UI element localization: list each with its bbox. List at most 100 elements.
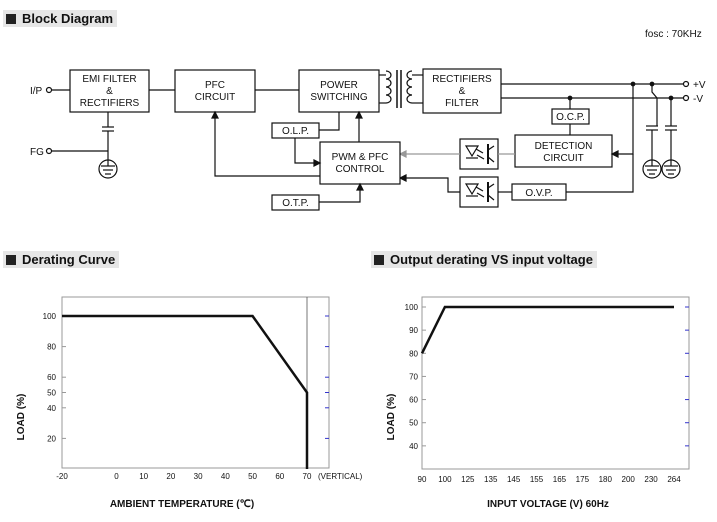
- ocp-label: O.C.P.: [556, 112, 585, 123]
- x-tick-label: 155: [530, 475, 544, 484]
- x-tick-label: 30: [194, 472, 203, 481]
- x-tick-labels: -20 0 10 20 30 40 50 60 70: [56, 472, 312, 481]
- ground-icon: [661, 159, 681, 179]
- x-tick-label: -20: [56, 472, 68, 481]
- det-line1: DETECTION: [535, 141, 593, 152]
- output-derating-title: Output derating VS input voltage: [390, 252, 593, 267]
- vminus-terminal: [682, 94, 690, 102]
- fg-label: FG: [30, 147, 44, 158]
- derating-line: [62, 314, 309, 469]
- arrowhead: [356, 182, 364, 191]
- arrowhead: [398, 150, 407, 158]
- emi-filter-block: [69, 69, 150, 113]
- ip-label: I/P: [30, 86, 43, 97]
- det-line2: CIRCUIT: [543, 153, 584, 164]
- fosc-label: fosc : 70KHz: [645, 29, 702, 40]
- vplus-label: +V: [693, 80, 706, 91]
- y-tick-label: 40: [409, 442, 418, 451]
- power-line2: SWITCHING: [310, 92, 367, 103]
- x-tick-label: 200: [622, 475, 636, 484]
- x-tick-label: 10: [139, 472, 148, 481]
- y-tick-label: 40: [47, 404, 56, 413]
- block-diagram-header: Block Diagram: [3, 10, 118, 27]
- y-tick-label: 100: [43, 312, 57, 321]
- y-tick-label: 80: [409, 349, 418, 358]
- x-tick-label: 70: [303, 472, 312, 481]
- y-axis-title: LOAD (%): [16, 394, 27, 441]
- power-switching-block: [298, 69, 380, 113]
- y-tick-label: 50: [409, 419, 418, 428]
- pwm-pfc-control-block: [319, 141, 401, 185]
- x-tick-label: 125: [461, 475, 475, 484]
- derating-curve-header: Derating Curve: [3, 251, 120, 268]
- vplus-terminal: [682, 80, 690, 88]
- photocoupler-icon: [459, 138, 499, 170]
- x-tick-label: 0: [114, 472, 119, 481]
- y-tick-label: 20: [47, 434, 56, 443]
- emi-line1: EMI FILTER: [82, 74, 136, 85]
- y-tick-label: 60: [47, 373, 56, 382]
- emi-line2: &: [106, 86, 113, 97]
- arrowhead: [211, 110, 219, 119]
- wire: [214, 118, 320, 177]
- arrowhead: [398, 174, 407, 182]
- rect-line1: RECTIFIERS: [432, 74, 492, 85]
- x-tick-label: 165: [553, 475, 567, 484]
- x-tick-label: 20: [166, 472, 175, 481]
- y-tick-label: 100: [405, 303, 419, 312]
- section-square-icon: [6, 254, 16, 265]
- y-tick-label: 80: [47, 343, 56, 352]
- y-tick-label: 60: [409, 396, 418, 405]
- x-tick-label: 135: [484, 475, 498, 484]
- block-diagram-title: Block Diagram: [22, 11, 114, 26]
- ground-icon: [98, 159, 118, 179]
- x-axis-title: AMBIENT TEMPERATURE (℃): [110, 499, 254, 510]
- x-tick-label: 50: [248, 472, 257, 481]
- pfc-line2: CIRCUIT: [195, 92, 236, 103]
- emi-line3: RECTIFIERS: [80, 98, 140, 109]
- arrowhead: [355, 110, 363, 119]
- y-axis-title: LOAD (%): [386, 394, 397, 441]
- wire: [406, 177, 460, 193]
- x-tick-label: 40: [221, 472, 230, 481]
- wire: [319, 112, 340, 131]
- y-tick-label: 70: [409, 372, 418, 381]
- rectifiers-filter-block: [422, 68, 502, 114]
- photocoupler-icon: [459, 176, 499, 208]
- arrowhead: [610, 150, 619, 158]
- chart-frame: [421, 296, 690, 470]
- derating-curve-title: Derating Curve: [22, 252, 116, 267]
- pfc-line1: PFC: [205, 80, 225, 91]
- x-axis-title: INPUT VOLTAGE (V) 60Hz: [487, 499, 609, 510]
- x-tick-label: 264: [667, 475, 681, 484]
- y-tick-label: 50: [47, 389, 56, 398]
- vminus-label: -V: [693, 94, 703, 105]
- pwm-line2: CONTROL: [336, 164, 385, 175]
- ground-icon: [642, 159, 662, 179]
- y-tick-label: 90: [409, 326, 418, 335]
- wire: [319, 190, 361, 203]
- rect-line2: &: [459, 86, 466, 97]
- transformer-icon: [379, 70, 423, 108]
- section-square-icon: [374, 254, 384, 265]
- rect-line3: FILTER: [445, 98, 479, 109]
- output-derating-header: Output derating VS input voltage: [371, 251, 597, 268]
- wire: [294, 138, 314, 164]
- chart-frame: [61, 296, 330, 469]
- detection-circuit-block: [514, 134, 613, 168]
- pfc-circuit-block: [174, 69, 256, 113]
- x-tick-label: 175: [576, 475, 590, 484]
- arrowhead: [313, 159, 322, 167]
- ovp-label: O.V.P.: [525, 188, 552, 199]
- x-tick-label: 100: [438, 475, 452, 484]
- x-tick-label: 145: [507, 475, 521, 484]
- power-line1: POWER: [320, 80, 358, 91]
- x-tick-label: 230: [644, 475, 658, 484]
- wire: [651, 84, 658, 126]
- x-tick-label: 60: [275, 472, 284, 481]
- otp-label: O.T.P.: [282, 198, 309, 209]
- x-tick-label: 90: [418, 475, 427, 484]
